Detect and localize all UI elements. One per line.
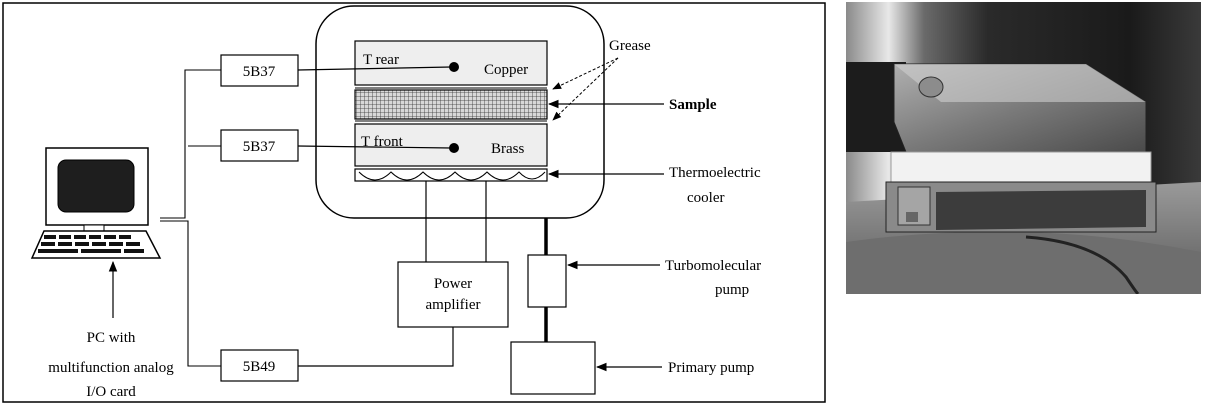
copper-label: Copper [484,62,528,78]
t-front-label: T front [361,134,404,150]
power-amplifier [397,261,509,328]
thermoelectric-label-line2: cooler [687,190,724,206]
t-front-sensor [449,143,459,153]
grease-arrow-top [552,57,619,90]
t-rear-label: T rear [363,52,399,68]
amp-to-5b49-wire [298,327,454,367]
turbo-label-line1: Turbomolecular [665,258,761,274]
pc-label-line1: PC with [87,330,136,346]
thermoelectric-label-line1: Thermoelectric [669,165,761,181]
experimental-setup-diagram: T rear Copper T front Brass Power amplif… [2,2,826,403]
primary-pump-label: Primary pump [668,360,754,376]
pc-bus [160,69,221,367]
grease-label: Grease [609,38,651,54]
diagram-frame [2,2,826,403]
power-amplifier-line2: amplifier [426,297,481,313]
sample-label: Sample [669,97,717,113]
module-5b37-middle [220,129,299,162]
brass-label: Brass [491,141,524,157]
pc-label-line3: I/O card [86,384,136,400]
sample-stack-photo [846,2,1201,294]
sample-layer [354,89,548,120]
pc-computer [30,147,162,259]
turbo-label-line2: pump [715,282,749,298]
cooler-arcs [358,171,546,181]
grease-arrow-bottom [552,57,619,121]
t-rear-wire [297,66,452,71]
module-5b37-top [220,54,299,87]
t-rear-sensor [449,62,459,72]
module-5b37-top-label: 5B37 [243,64,276,80]
t-front-wire [297,145,452,149]
pc-label-line2: multifunction analog [48,360,174,376]
module-5b49-label: 5B49 [243,359,276,375]
module-5b49 [220,349,299,382]
power-amplifier-line1: Power [434,276,472,292]
module-5b37-middle-label: 5B37 [243,139,276,155]
vacuum-chamber [315,5,605,219]
primary-pump [510,341,596,395]
turbomolecular-pump [527,254,567,308]
